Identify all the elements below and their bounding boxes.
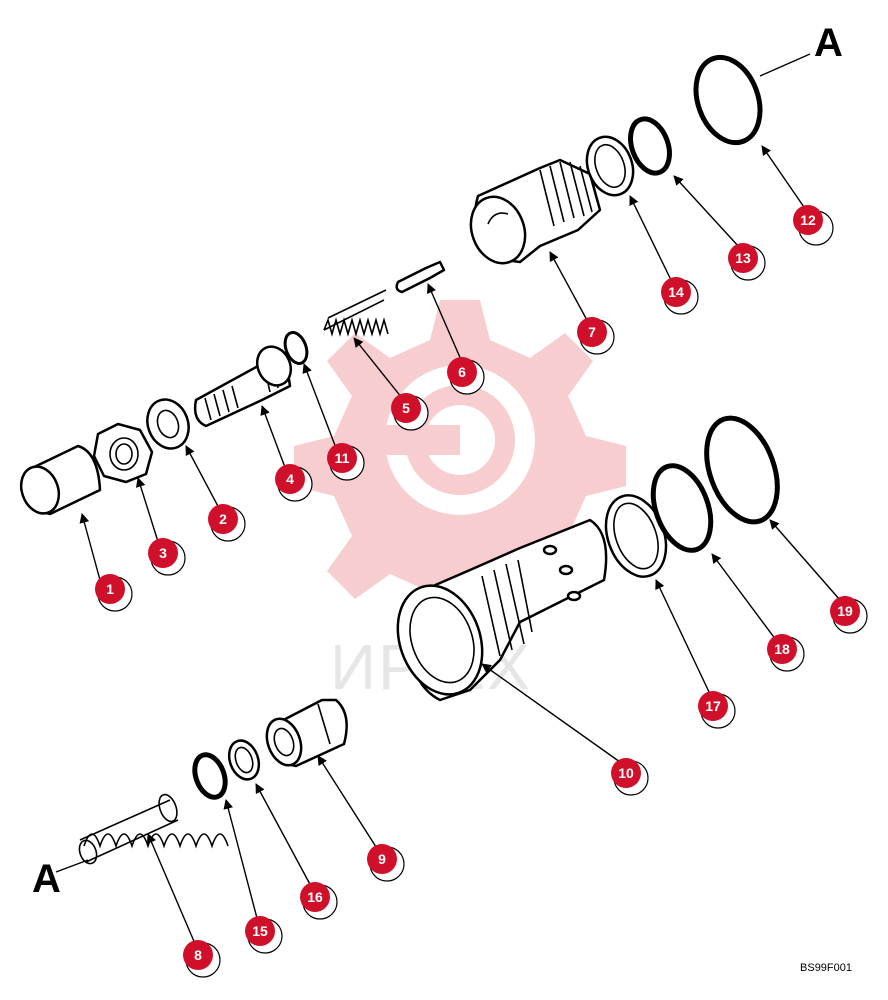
leader-14 xyxy=(629,195,673,283)
leader-lines xyxy=(79,145,841,947)
part-backup-ring-small xyxy=(227,739,261,781)
part-piston xyxy=(265,698,348,768)
leader-17 xyxy=(655,579,711,695)
svg-text:6: 6 xyxy=(458,364,466,380)
leader-9 xyxy=(317,755,379,851)
leader-10 xyxy=(481,663,621,763)
callout-5: 5 xyxy=(391,393,429,431)
callout-9: 9 xyxy=(367,844,405,882)
leader-19 xyxy=(769,519,841,601)
callout-18: 18 xyxy=(767,634,805,672)
svg-text:17: 17 xyxy=(705,698,721,714)
callout-12: 12 xyxy=(793,205,834,246)
callout-6: 6 xyxy=(447,357,485,395)
svg-text:9: 9 xyxy=(378,851,386,867)
callout-14: 14 xyxy=(661,277,699,315)
callout-19: 19 xyxy=(830,596,868,634)
callout-7: 7 xyxy=(577,317,615,355)
reference-line-lower xyxy=(55,859,89,873)
svg-text:19: 19 xyxy=(837,603,853,619)
part-o-ring-lower-medium xyxy=(650,463,714,553)
leader-13 xyxy=(673,175,741,249)
leader-4 xyxy=(260,405,287,471)
svg-text:14: 14 xyxy=(668,284,684,300)
svg-text:12: 12 xyxy=(800,212,816,228)
leader-16 xyxy=(255,783,313,889)
svg-text:11: 11 xyxy=(335,450,350,466)
svg-text:1: 1 xyxy=(106,581,114,597)
reference-letter-lower: A xyxy=(32,857,61,901)
leader-3 xyxy=(135,477,161,549)
leader-1 xyxy=(79,513,101,581)
reference-line-upper xyxy=(759,53,811,77)
callout-4: 4 xyxy=(275,464,313,502)
svg-text:10: 10 xyxy=(618,765,634,781)
callout-8: 8 xyxy=(183,940,221,978)
callout-13: 13 xyxy=(728,243,766,281)
callout-17: 17 xyxy=(698,691,736,729)
svg-text:18: 18 xyxy=(774,641,790,657)
part-backup-ring-lower xyxy=(604,494,668,578)
callout-11: 11 xyxy=(327,443,365,481)
part-o-ring-small-lower xyxy=(192,752,228,800)
leader-7 xyxy=(549,251,589,323)
leader-8 xyxy=(146,833,197,947)
callout-16: 16 xyxy=(300,882,338,920)
part-washer xyxy=(146,398,190,450)
svg-text:15: 15 xyxy=(252,923,268,939)
leader-12 xyxy=(761,145,807,211)
part-small-spring xyxy=(323,289,389,337)
svg-text:5: 5 xyxy=(402,400,410,416)
part-poppet xyxy=(395,260,446,294)
svg-text:16: 16 xyxy=(307,889,323,905)
callout-markers: 1 2 3 4 5 6 7 8 9 10 11 12 13 14 15 16 1… xyxy=(95,205,868,978)
leader-11 xyxy=(302,363,337,449)
leader-5 xyxy=(353,337,403,399)
part-adjusting-screw xyxy=(193,345,293,428)
svg-text:3: 3 xyxy=(159,545,167,561)
callout-10: 10 xyxy=(611,758,649,796)
callout-2: 2 xyxy=(208,504,246,542)
leader-15 xyxy=(223,799,259,923)
part-hex-nut xyxy=(92,422,154,484)
part-small-o-ring xyxy=(283,331,309,365)
callout-3: 3 xyxy=(148,538,186,576)
svg-text:8: 8 xyxy=(194,947,202,963)
callout-15: 15 xyxy=(245,916,283,954)
leader-2 xyxy=(185,445,221,511)
reference-letter-upper: A xyxy=(814,21,843,65)
leader-6 xyxy=(427,283,463,363)
svg-text:13: 13 xyxy=(735,250,751,266)
part-cartridge-body xyxy=(396,518,608,702)
svg-text:2: 2 xyxy=(219,511,227,527)
part-o-ring-large-upper xyxy=(693,54,763,146)
leader-18 xyxy=(711,553,777,641)
part-main-spring xyxy=(78,793,229,865)
part-threaded-body xyxy=(469,158,602,265)
part-o-ring-lower-large xyxy=(704,415,780,525)
part-backup-ring-upper xyxy=(585,135,635,197)
svg-text:7: 7 xyxy=(588,324,596,340)
part-cap xyxy=(19,444,102,516)
part-o-ring-medium xyxy=(628,116,672,176)
callout-1: 1 xyxy=(95,574,133,612)
figure-code: BS99F001 xyxy=(800,962,852,974)
svg-text:4: 4 xyxy=(286,471,294,487)
